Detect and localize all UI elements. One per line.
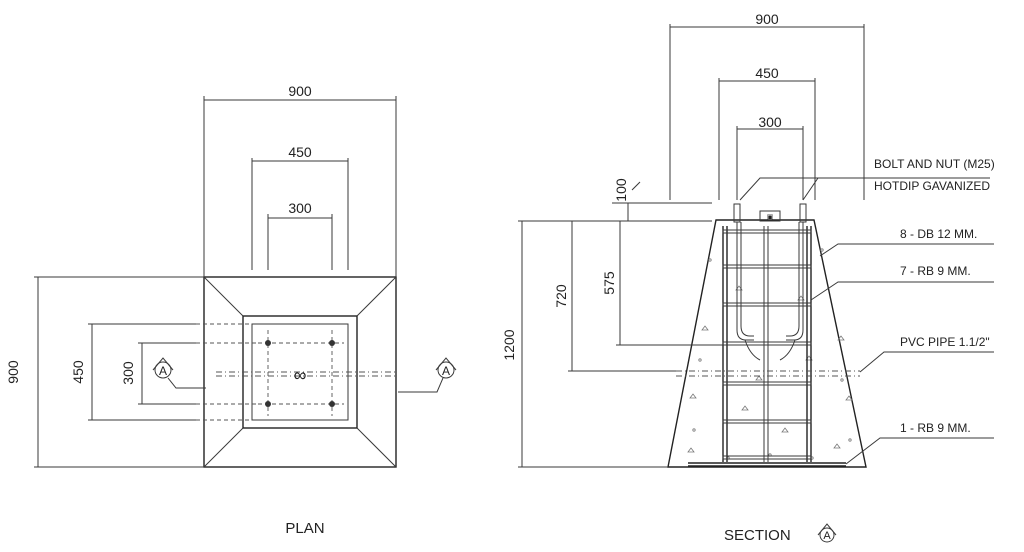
- section-marker-left: A: [152, 357, 206, 389]
- section-title: SECTION: [724, 527, 791, 544]
- svg-text:▣: ▣: [767, 214, 774, 221]
- svg-text:A: A: [442, 364, 450, 378]
- note-bolt-nut: BOLT AND NUT (M25): [874, 157, 995, 171]
- note-rb9: 7 - RB 9 MM.: [900, 264, 971, 278]
- section-view: ▣ 900 450 300 100: [501, 11, 995, 544]
- svg-text:A: A: [823, 530, 831, 542]
- plan-dim-450: 450: [288, 144, 312, 160]
- plan-center-mark: ∞: [294, 365, 307, 385]
- leader-pvc: [859, 351, 994, 373]
- leader-bolt: [739, 177, 990, 201]
- plan-dim-300: 300: [288, 200, 312, 216]
- stirrups: [722, 229, 812, 460]
- plan-dim-side-450: 450: [70, 360, 86, 384]
- section-dim-300: 300: [758, 114, 782, 130]
- plan-dim-900: 900: [288, 83, 312, 99]
- svg-text:A: A: [159, 364, 167, 378]
- section-dim-1200: 1200: [501, 329, 517, 360]
- bolt-marker: [329, 401, 335, 407]
- bolt-marker: [329, 340, 335, 346]
- section-title-marker: A: [817, 523, 837, 543]
- note-hotdip: HOTDIP GAVANIZED: [874, 179, 990, 193]
- bolt-marker: [265, 340, 271, 346]
- note-db12: 8 - DB 12 MM.: [900, 227, 977, 241]
- plan-dim-side-300: 300: [120, 361, 136, 385]
- plan-outer-outline: [203, 276, 397, 468]
- plan-dim-side-900: 900: [5, 360, 21, 384]
- section-dim-720: 720: [553, 284, 569, 308]
- leader-db12: [819, 243, 994, 257]
- section-dim-900: 900: [755, 11, 779, 27]
- section-dim-575: 575: [601, 271, 617, 295]
- plan-view: ∞ 900 450 300 900 450 300: [5, 83, 457, 537]
- plan-title: PLAN: [285, 520, 324, 537]
- section-dim-100: 100: [613, 178, 629, 202]
- note-pvc-pipe: PVC PIPE 1.1/2": [900, 335, 990, 349]
- leader-rb9: [810, 281, 994, 301]
- pedestal-outline: [667, 219, 867, 468]
- section-dim-450: 450: [755, 65, 779, 81]
- note-bottom-rb9: 1 - RB 9 MM.: [900, 421, 971, 435]
- section-marker-right: A: [398, 357, 457, 393]
- concrete-hatch: [687, 248, 853, 460]
- bolt-marker: [265, 401, 271, 407]
- anchor-bolts: ▣: [733, 203, 807, 361]
- leader-bottom-bar: [845, 437, 994, 465]
